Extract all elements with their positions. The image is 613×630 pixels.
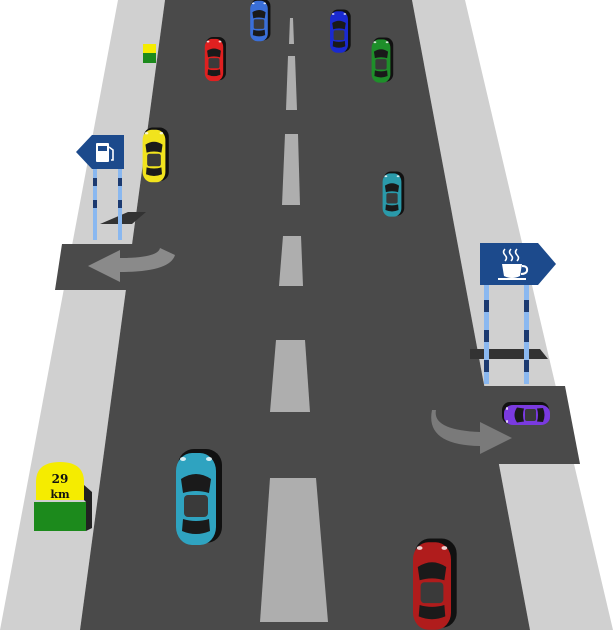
left-exit-arrow: [88, 248, 175, 282]
car-navy-top: [330, 9, 351, 53]
cars: [142, 0, 550, 630]
car-purple: [502, 402, 550, 425]
small-milestone: [143, 44, 156, 63]
fuel-station-sign: [76, 135, 146, 240]
right-exit-arrow: [431, 410, 512, 454]
milestone: 29 km: [34, 462, 92, 531]
car-teal-large: [176, 449, 222, 545]
car-teal-small: [382, 171, 405, 217]
car-dark-red: [413, 538, 457, 630]
car-blue-top: [250, 0, 271, 42]
milestone-unit: km: [50, 488, 70, 501]
cafe-sign: [470, 243, 556, 384]
lane-markings: [260, 18, 328, 622]
car-yellow: [142, 127, 169, 183]
fuel-pump-icon: [96, 143, 114, 162]
right-shoulder: [412, 0, 613, 630]
coffee-cup-icon: [498, 248, 529, 280]
car-green-top: [371, 37, 394, 83]
milestone-distance: 29: [52, 472, 69, 486]
car-red-top: [204, 37, 226, 82]
